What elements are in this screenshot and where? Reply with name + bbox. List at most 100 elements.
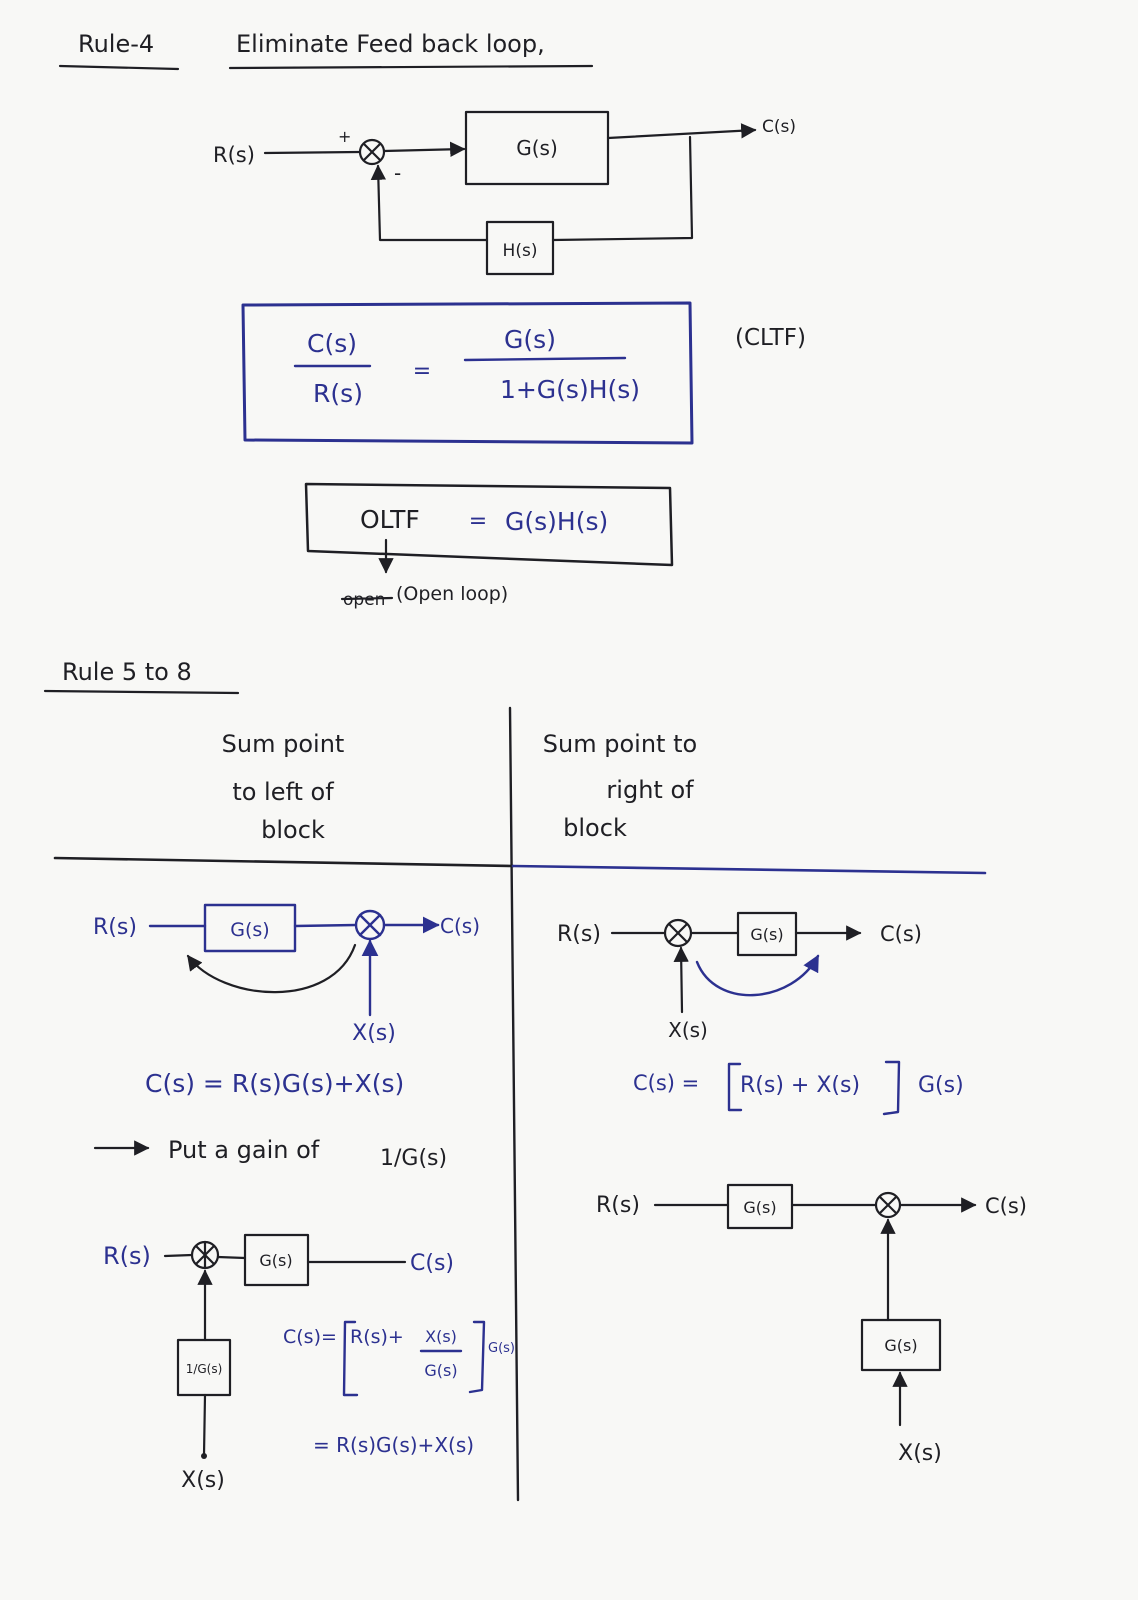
column-divider xyxy=(508,706,520,1502)
cltf-rhs-denominator: 1+G(s)H(s) xyxy=(500,375,640,404)
forward-block-label: G(s) xyxy=(750,925,783,944)
equation-lhs: C(s) = xyxy=(633,1071,699,1095)
fraction-denominator: G(s) xyxy=(424,1361,457,1380)
input-label: R(s) xyxy=(103,1242,151,1270)
right-header-line-1: Sum point to xyxy=(543,730,697,758)
left-header-line-1: Sum point xyxy=(222,730,345,758)
rules-5-to-8-title: Rule 5 to 8 xyxy=(62,658,192,686)
right-diagram-2: R(s) G(s) C(s) G(s) X(s) xyxy=(596,1183,1027,1466)
block-output-line xyxy=(293,923,358,928)
right-bracket xyxy=(468,1320,486,1394)
instruction-text: Put a gain of xyxy=(168,1136,320,1164)
output-label: C(s) xyxy=(880,922,922,946)
right-header-line-2: right of xyxy=(606,776,694,804)
cltf-box xyxy=(241,301,694,445)
disturbance-source-dot xyxy=(201,1453,207,1459)
feedback-block xyxy=(485,220,555,276)
oltf-expression: G(s)H(s) xyxy=(505,507,608,536)
instruction-gain: 1/G(s) xyxy=(380,1146,447,1171)
header-divider-right xyxy=(511,864,987,875)
output-label: C(s) xyxy=(762,117,796,137)
input-label: R(s) xyxy=(93,915,137,940)
oltf-equals: = xyxy=(469,509,487,534)
left-header-line-2: to left of xyxy=(232,778,334,806)
equation-factor: G(s) xyxy=(488,1341,515,1356)
forward-block-label: G(s) xyxy=(230,919,269,941)
feed-block-label: G(s) xyxy=(884,1336,917,1355)
rule-4-section: Rule-4 Eliminate Feed back loop, R(s) + … xyxy=(58,30,806,610)
input-line xyxy=(263,150,361,155)
feedback-path-left xyxy=(370,164,489,242)
fraction-numerator: X(s) xyxy=(425,1327,457,1346)
disturbance-line xyxy=(202,1393,207,1457)
forward-block-label: G(s) xyxy=(259,1251,292,1270)
input-label: R(s) xyxy=(557,922,601,947)
summing-junction xyxy=(358,138,386,166)
cltf-rhs-fraction-bar xyxy=(463,356,627,362)
cltf-rhs-numerator: G(s) xyxy=(504,325,556,354)
oltf-formula: OLTF = G(s)H(s) open (Open loop) xyxy=(304,482,674,610)
cltf-lhs-numerator: C(s) xyxy=(307,329,357,358)
move-sum-point-arrow xyxy=(186,943,357,994)
equation-result: = R(s)G(s)+X(s) xyxy=(313,1433,474,1457)
disturbance-label: X(s) xyxy=(181,1468,225,1493)
forward-block-label: G(s) xyxy=(743,1198,776,1217)
plus-sign: + xyxy=(338,127,351,146)
rules-5-to-8-section: Rule 5 to 8 Sum point to left of block S… xyxy=(43,658,1027,1502)
input-label: R(s) xyxy=(213,143,255,167)
forward-block xyxy=(726,1183,794,1230)
forward-block xyxy=(464,110,610,186)
rule-4-heading: Eliminate Feed back loop, xyxy=(236,30,545,58)
equation-factor: G(s) xyxy=(918,1073,964,1098)
struck-word: open xyxy=(343,590,385,610)
left-header-line-3: block xyxy=(261,816,325,844)
disturbance-label: X(s) xyxy=(668,1018,708,1042)
left-diagram-1: R(s) G(s) C(s) X(s) xyxy=(93,903,480,1046)
minus-sign: - xyxy=(394,161,401,185)
oltf-box xyxy=(304,482,674,567)
equation-term-1: R(s)+ xyxy=(350,1326,404,1348)
cltf-formula: C(s) R(s) = G(s) 1+G(s)H(s) (CLTF) xyxy=(241,301,806,445)
rule-4-title: Rule-4 xyxy=(78,30,154,58)
oltf-note: (Open loop) xyxy=(396,583,508,605)
output-arrow xyxy=(606,123,757,140)
forward-block xyxy=(203,903,297,953)
forward-block xyxy=(243,1233,310,1287)
right-bracket xyxy=(882,1060,901,1116)
equation-inner: R(s) + X(s) xyxy=(740,1073,860,1098)
right-diagram-1: R(s) G(s) C(s) X(s) xyxy=(557,911,922,1042)
output-label: C(s) xyxy=(440,914,480,938)
move-sum-point-arrow xyxy=(695,954,820,997)
disturbance-label: X(s) xyxy=(898,1441,942,1466)
left-bracket xyxy=(727,1062,743,1112)
error-signal-arrow xyxy=(382,141,466,158)
gain-block-label: 1/G(s) xyxy=(186,1362,223,1376)
left-equation-2: C(s)= R(s)+ X(s) G(s) G(s) = R(s)G(s)+X(… xyxy=(283,1320,515,1457)
input-label: R(s) xyxy=(596,1193,640,1218)
feedback-path-right xyxy=(551,135,694,242)
junction-output-line xyxy=(216,1255,247,1260)
feedback-loop-diagram: R(s) + - G(s) C(s) H(s) xyxy=(213,110,796,276)
left-diagram-2: R(s) G(s) C(s) 1/G(s) X(s) xyxy=(103,1233,454,1493)
output-label: C(s) xyxy=(985,1194,1027,1218)
cltf-equals: = xyxy=(413,359,431,384)
strike-through-line xyxy=(340,596,394,601)
forward-block-label: G(s) xyxy=(516,136,558,160)
output-label: C(s) xyxy=(410,1251,454,1276)
cltf-label: (CLTF) xyxy=(735,325,806,351)
left-equation-1: C(s) = R(s)G(s)+X(s) xyxy=(145,1069,404,1098)
disturbance-label: X(s) xyxy=(352,1021,396,1046)
equation-lhs: C(s)= xyxy=(283,1326,337,1348)
right-equation: C(s) = R(s) + X(s) G(s) xyxy=(633,1060,964,1116)
summing-junction xyxy=(190,1240,220,1270)
rule-4-title-underline xyxy=(58,64,180,71)
disturbance-arrow xyxy=(673,946,689,1014)
input-line xyxy=(163,1253,194,1258)
right-header-line-3: block xyxy=(563,814,627,842)
rule-4-heading-underline xyxy=(228,64,594,70)
gain-instruction: Put a gain of 1/G(s) xyxy=(93,1136,447,1171)
feed-block xyxy=(860,1318,942,1372)
left-bracket xyxy=(342,1320,359,1397)
